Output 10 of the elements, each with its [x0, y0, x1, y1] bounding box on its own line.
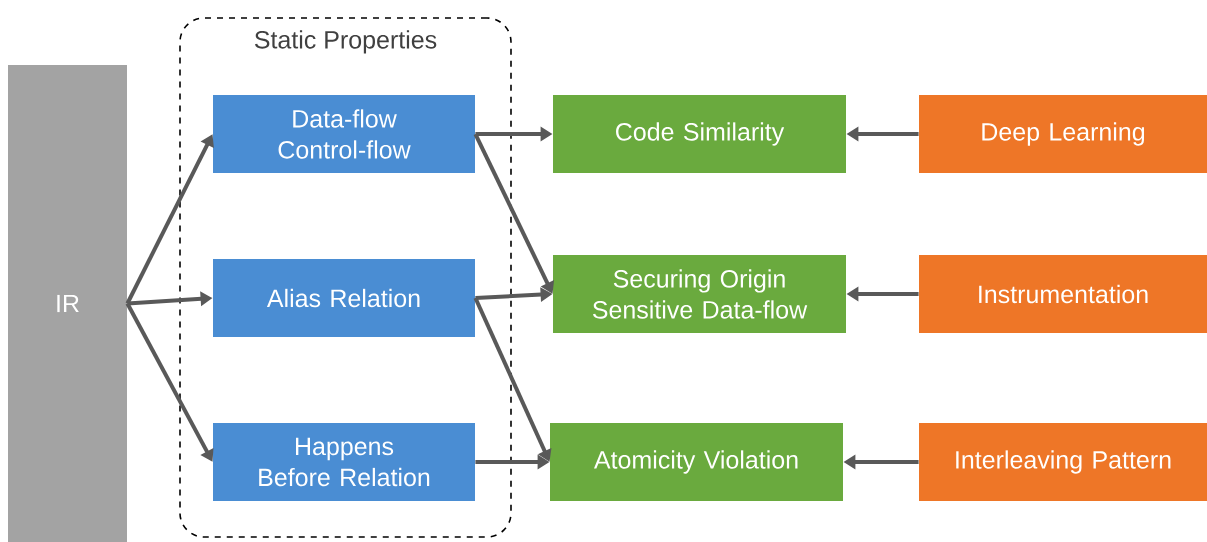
property-box: Data-flow Control-flow [213, 95, 475, 173]
analysis-box: Atomicity Violation [550, 423, 843, 501]
technique-box: Instrumentation [919, 255, 1207, 333]
analysis-box: Code Similarity [553, 95, 846, 173]
property-box: Happens Before Relation [213, 423, 475, 501]
ir-bar: IR [8, 65, 127, 542]
technique-box: Interleaving Pattern [919, 423, 1207, 501]
analysis-box: Securing Origin Sensitive Data-flow [553, 255, 846, 333]
technique-box: Deep Learning [919, 95, 1207, 173]
property-box: Alias Relation [213, 259, 475, 337]
